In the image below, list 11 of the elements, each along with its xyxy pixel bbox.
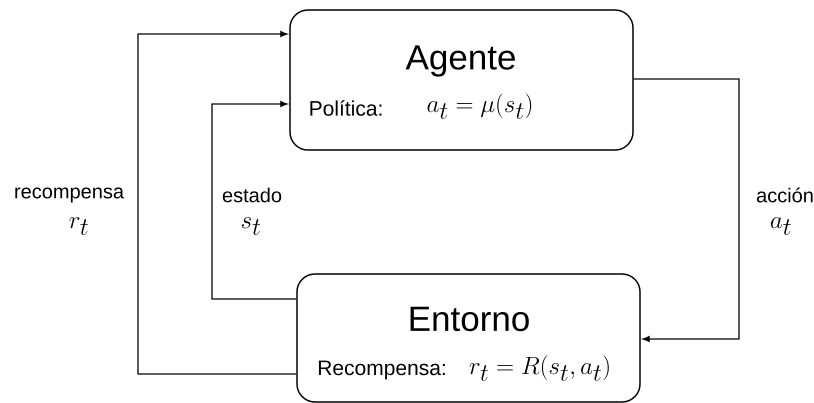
edge-label: recompensa <box>15 188 124 202</box>
process-box: Entorno Recompensa: $r_t = R(s_t, a_t)$ <box>296 273 641 403</box>
edge-label: acción <box>756 188 813 202</box>
math-label: $r_t$ <box>70 217 88 235</box>
arrow <box>137 31 296 375</box>
math-label: $s_t$ <box>242 217 260 235</box>
arrow <box>634 78 740 342</box>
edge-label: estado <box>222 188 282 202</box>
arrow <box>211 101 296 300</box>
math-label: $a_t$ <box>770 217 791 235</box>
process-box: Agente Política: $a_t = \mu(s_t)$ <box>289 9 634 151</box>
